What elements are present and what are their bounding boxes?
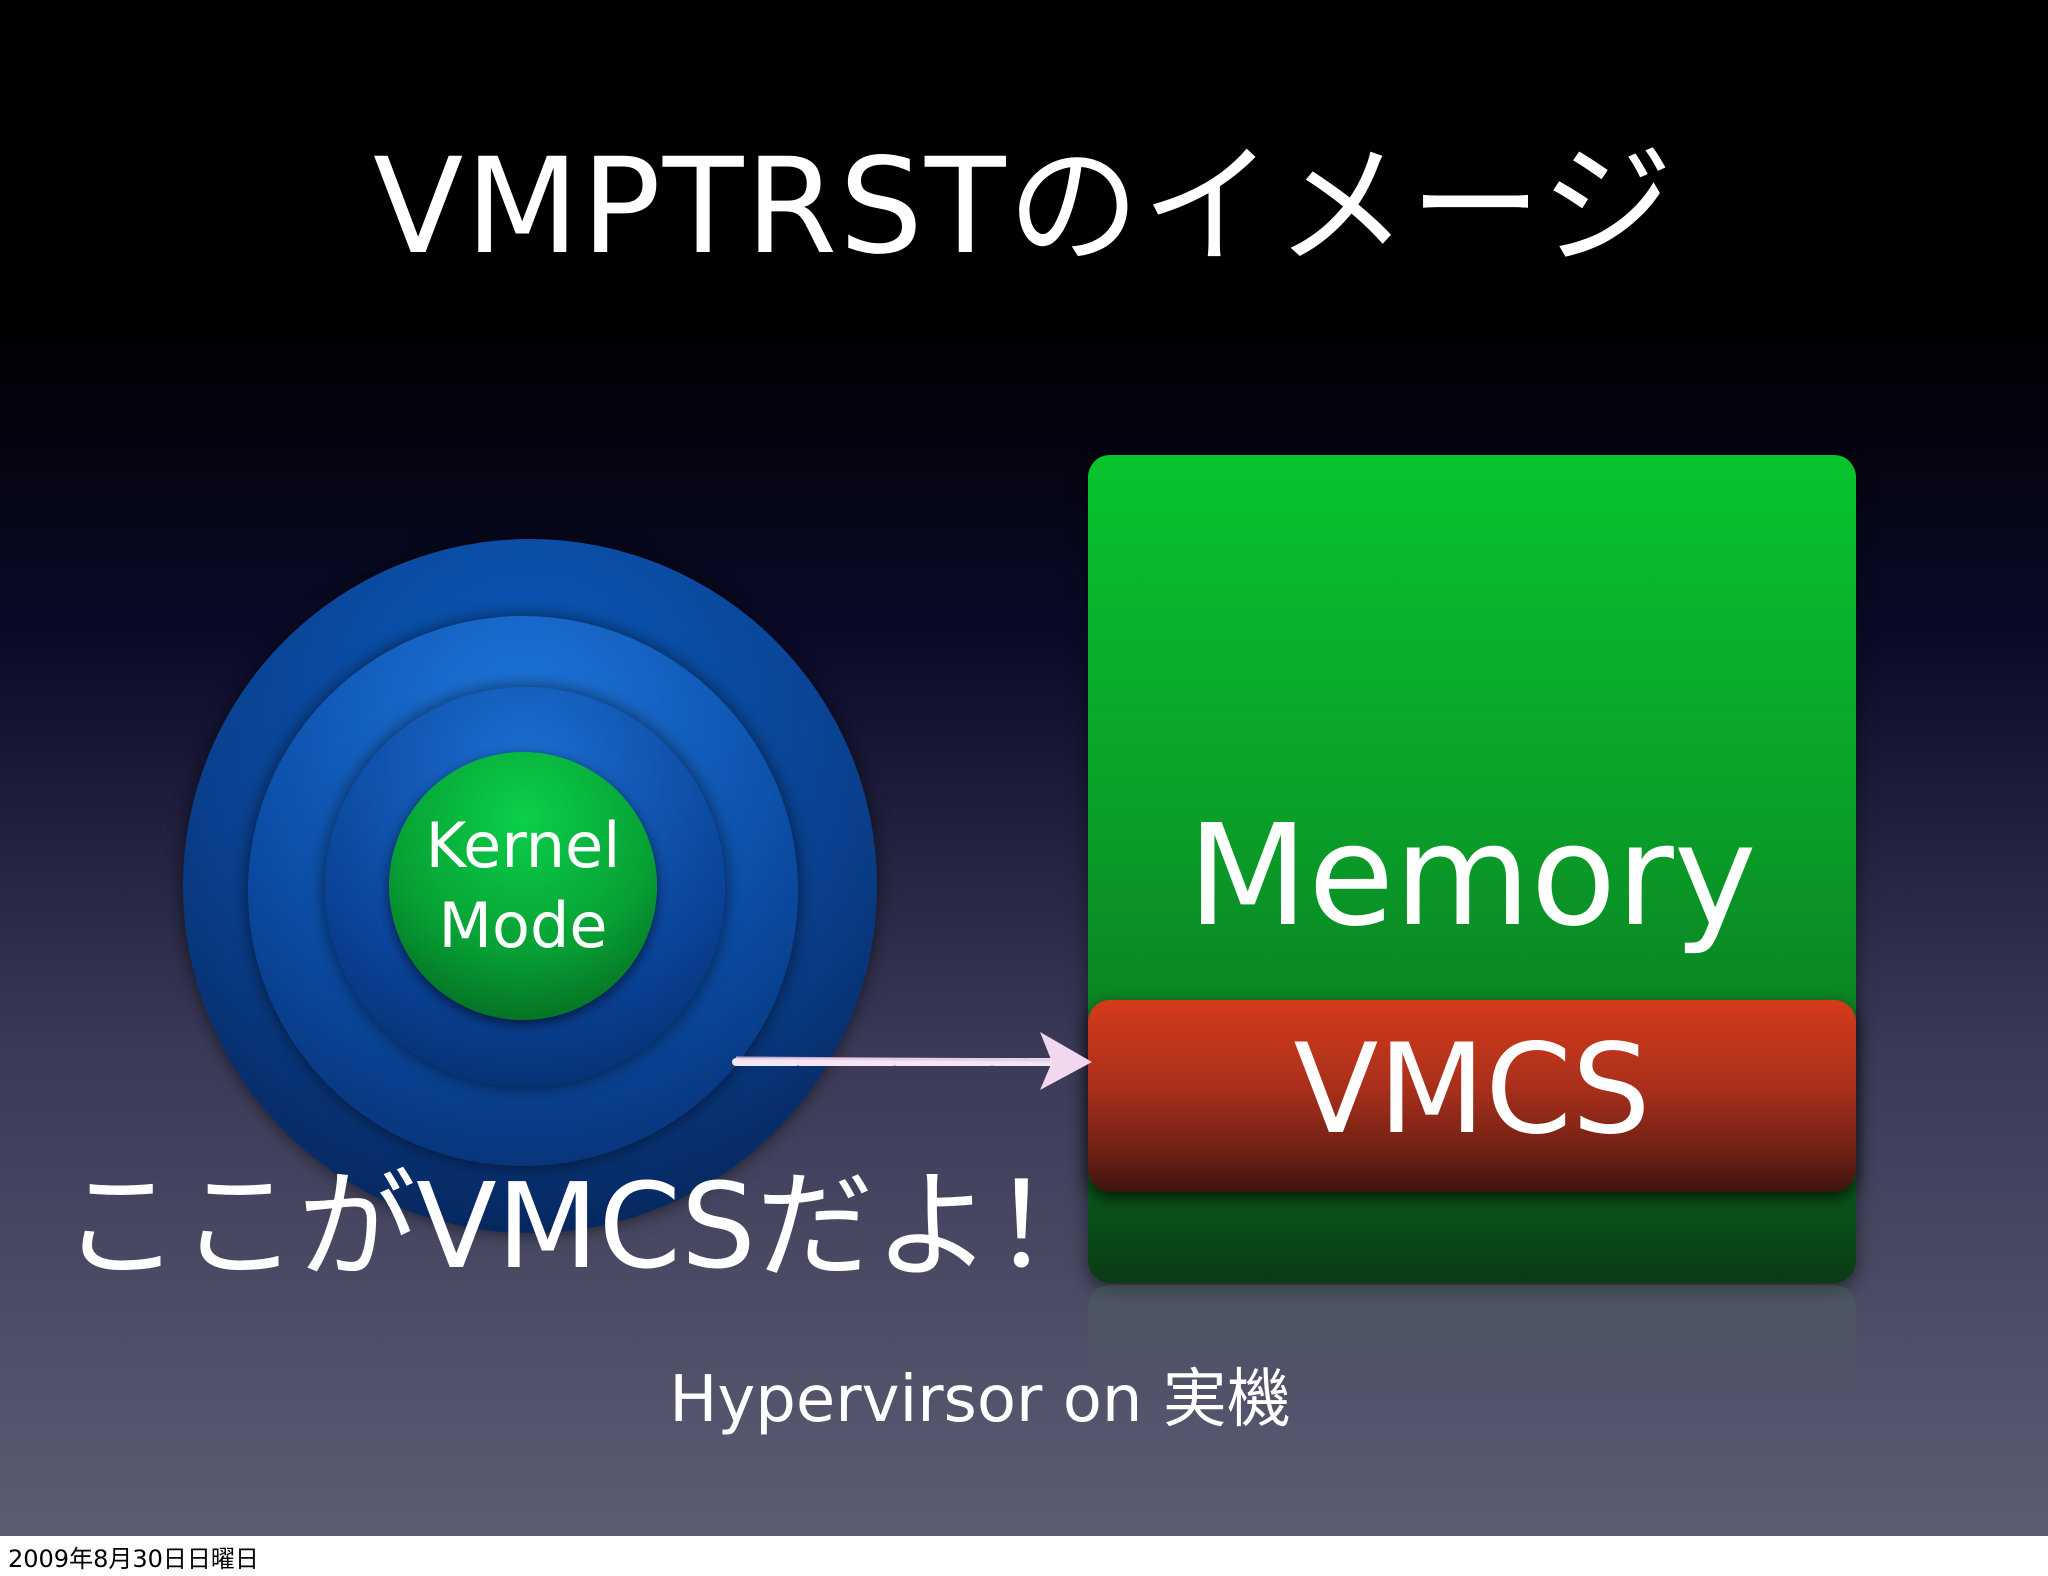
kernel-label: Kernel (425, 809, 621, 882)
mode-label: Mode (438, 889, 608, 962)
vmcs-label: VMCS (1293, 1018, 1651, 1162)
vmcs-box (1088, 1000, 1856, 1192)
memory-reflection (1088, 1285, 1856, 1395)
memory-label: Memory (1187, 795, 1757, 958)
footer-date: 2009年8月30日日曜日 (8, 1545, 259, 1573)
vmcs-annotation: ここがVMCSだよ！ (62, 1157, 1110, 1295)
slide: VMPTRSTのイメージ Kernel Mode Memory VMCS ここが… (0, 0, 2048, 1536)
slide-title: VMPTRSTのイメージ (373, 130, 1675, 284)
kernel-mode-circle: Kernel Mode (389, 752, 657, 1020)
slide-caption: Hypervirsor on 実機 (669, 1363, 1291, 1437)
arrow-icon (732, 1032, 1092, 1090)
